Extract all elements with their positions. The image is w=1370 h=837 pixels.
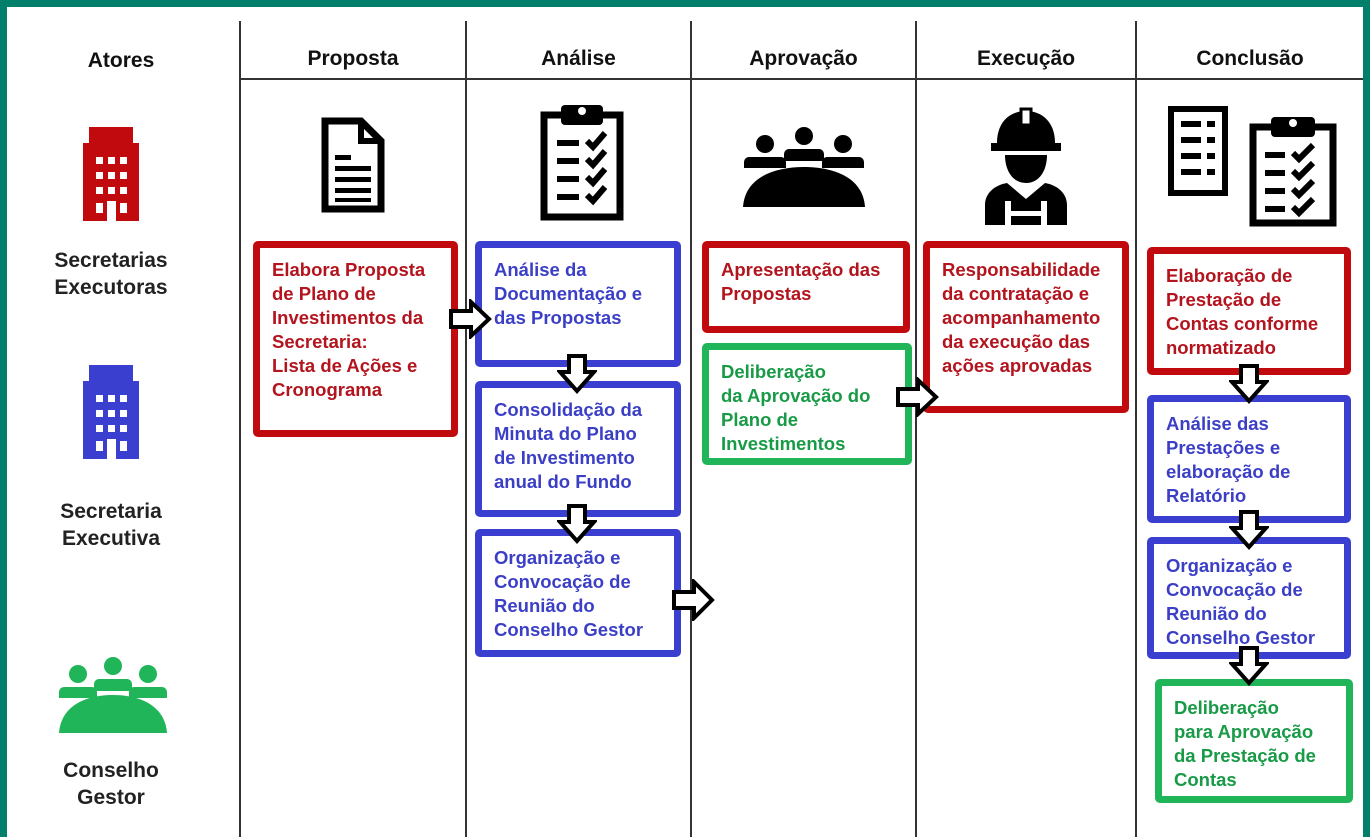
lane-divider bbox=[239, 21, 241, 837]
step-text-line: Contas bbox=[1174, 769, 1237, 790]
step-text-line: Investimentos da bbox=[272, 307, 424, 328]
step-text-line: Responsabilidade bbox=[942, 259, 1101, 280]
step-text-line: Investimentos bbox=[721, 433, 846, 454]
step-text-line: Reunião do bbox=[1166, 603, 1267, 624]
step-elabora-proposta: Elabora Proposta de Plano de Investiment… bbox=[253, 241, 458, 437]
actor-label-line: Secretarias bbox=[54, 249, 168, 272]
step-organizacao-convocacao: Organização e Convocação de Reunião do C… bbox=[475, 529, 681, 657]
step-text-line: Lista de Ações e bbox=[272, 355, 418, 376]
header-execucao: Execução bbox=[976, 47, 1076, 70]
actor-label-line: Conselho bbox=[63, 759, 159, 782]
step-text-line: Relatório bbox=[1166, 485, 1247, 506]
building-icon bbox=[83, 365, 139, 459]
step-text-line: Análise das bbox=[1166, 413, 1269, 434]
step-text-line: acompanhamento bbox=[942, 307, 1101, 328]
step-text-line: anual do Fundo bbox=[494, 471, 632, 492]
meeting-icon bbox=[743, 127, 865, 207]
step-text-line: normatizado bbox=[1166, 337, 1276, 358]
header-conclusao: Conclusão bbox=[1196, 47, 1304, 70]
step-deliberacao-aprovacao-plano: Deliberação da Aprovação do Plano de Inv… bbox=[702, 343, 912, 465]
step-text-line: Organização e bbox=[494, 547, 621, 568]
step-text-line: Análise da bbox=[494, 259, 587, 280]
arrow-right-icon bbox=[449, 299, 492, 339]
header-aprovacao: Aprovação bbox=[749, 47, 858, 70]
actor-label-line: Gestor bbox=[77, 786, 145, 809]
step-text-line: Contas conforme bbox=[1166, 313, 1319, 334]
lane-divider bbox=[465, 21, 467, 837]
header-proposta: Proposta bbox=[307, 47, 399, 70]
arrow-down-icon bbox=[557, 504, 597, 544]
step-text-line: Elabora Proposta bbox=[272, 259, 426, 280]
arrow-down-icon bbox=[1229, 510, 1269, 550]
arrow-right-icon bbox=[672, 579, 715, 621]
arrow-down-icon bbox=[557, 354, 597, 394]
step-text-line: Convocação de bbox=[1166, 579, 1303, 600]
step-text-line: Minuta do Plano bbox=[494, 423, 637, 444]
header-divider bbox=[239, 78, 1363, 80]
step-text-line: Deliberação bbox=[1174, 697, 1279, 718]
step-text-line: Conselho Gestor bbox=[494, 619, 644, 640]
step-text-line: ações aprovadas bbox=[942, 355, 1093, 376]
step-text-line: Cronograma bbox=[272, 379, 382, 400]
step-text-line: Secretaria: bbox=[272, 331, 368, 352]
clipboard-checklist-icon bbox=[540, 105, 624, 221]
step-analise-prestacoes: Análise das Prestações e elaboração de R… bbox=[1147, 395, 1351, 523]
actor-secretarias-executoras: Secretarias Executoras bbox=[11, 247, 211, 301]
step-text-line: de Investimento bbox=[494, 447, 635, 468]
step-elaboracao-prestacao-contas: Elaboração de Prestação de Contas confor… bbox=[1147, 247, 1351, 375]
arrow-right-icon bbox=[896, 377, 939, 417]
step-text-line: Organização e bbox=[1166, 555, 1293, 576]
step-text-line: para Aprovação bbox=[1174, 721, 1314, 742]
step-text-line: Convocação de bbox=[494, 571, 631, 592]
step-apresentacao-propostas: Apresentação das Propostas bbox=[702, 241, 910, 333]
step-text-line: Conselho Gestor bbox=[1166, 627, 1316, 648]
step-responsabilidade-contratacao: Responsabilidade da contratação e acompa… bbox=[923, 241, 1129, 413]
step-text-line: Propostas bbox=[721, 283, 812, 304]
step-text-line: Elaboração de bbox=[1166, 265, 1293, 286]
actor-label-line: Executoras bbox=[54, 276, 168, 299]
building-icon bbox=[83, 127, 139, 221]
lane-divider bbox=[690, 21, 692, 837]
checklist-documents-icon bbox=[1168, 106, 1337, 227]
actor-label-line: Executiva bbox=[61, 527, 161, 550]
meeting-icon bbox=[59, 657, 167, 733]
step-text-line: Plano de bbox=[721, 409, 799, 430]
step-text-line: de Plano de bbox=[272, 283, 376, 304]
step-text-line: da Prestação de bbox=[1174, 745, 1316, 766]
arrow-down-icon bbox=[1229, 364, 1269, 404]
header-analise: Análise bbox=[541, 47, 616, 70]
step-text-line: Prestação de bbox=[1166, 289, 1282, 310]
header-actors: Atores bbox=[87, 49, 155, 72]
step-text-line: Consolidação da bbox=[494, 399, 643, 420]
step-text-line: Prestações e bbox=[1166, 437, 1281, 458]
step-text-line: Apresentação das bbox=[721, 259, 881, 280]
actor-conselho-gestor: Conselho Gestor bbox=[11, 757, 211, 811]
step-consolidacao-minuta: Consolidação da Minuta do Plano de Inves… bbox=[475, 381, 681, 517]
step-text-line: da contratação e bbox=[942, 283, 1090, 304]
step-text-line: das Propostas bbox=[494, 307, 622, 328]
step-text-line: da Aprovação do bbox=[721, 385, 871, 406]
actor-label-line: Secretaria bbox=[60, 500, 162, 523]
step-analise-documentacao: Análise da Documentação e das Propostas bbox=[475, 241, 681, 367]
step-text-line: Deliberação bbox=[721, 361, 826, 382]
step-organizacao-convocacao-2: Organização e Convocação de Reunião do C… bbox=[1147, 537, 1351, 659]
actor-secretaria-executiva: Secretaria Executiva bbox=[11, 498, 211, 552]
arrow-down-icon bbox=[1229, 646, 1269, 686]
worker-icon bbox=[985, 107, 1067, 225]
lane-divider bbox=[1135, 21, 1137, 837]
document-icon bbox=[321, 117, 385, 213]
step-text-line: Reunião do bbox=[494, 595, 595, 616]
step-text-line: Documentação e bbox=[494, 283, 643, 304]
lane-divider bbox=[915, 21, 917, 837]
step-text-line: da execução das bbox=[942, 331, 1091, 352]
step-deliberacao-aprovacao-prestacao: Deliberação para Aprovação da Prestação … bbox=[1155, 679, 1353, 803]
step-text-line: elaboração de bbox=[1166, 461, 1291, 482]
